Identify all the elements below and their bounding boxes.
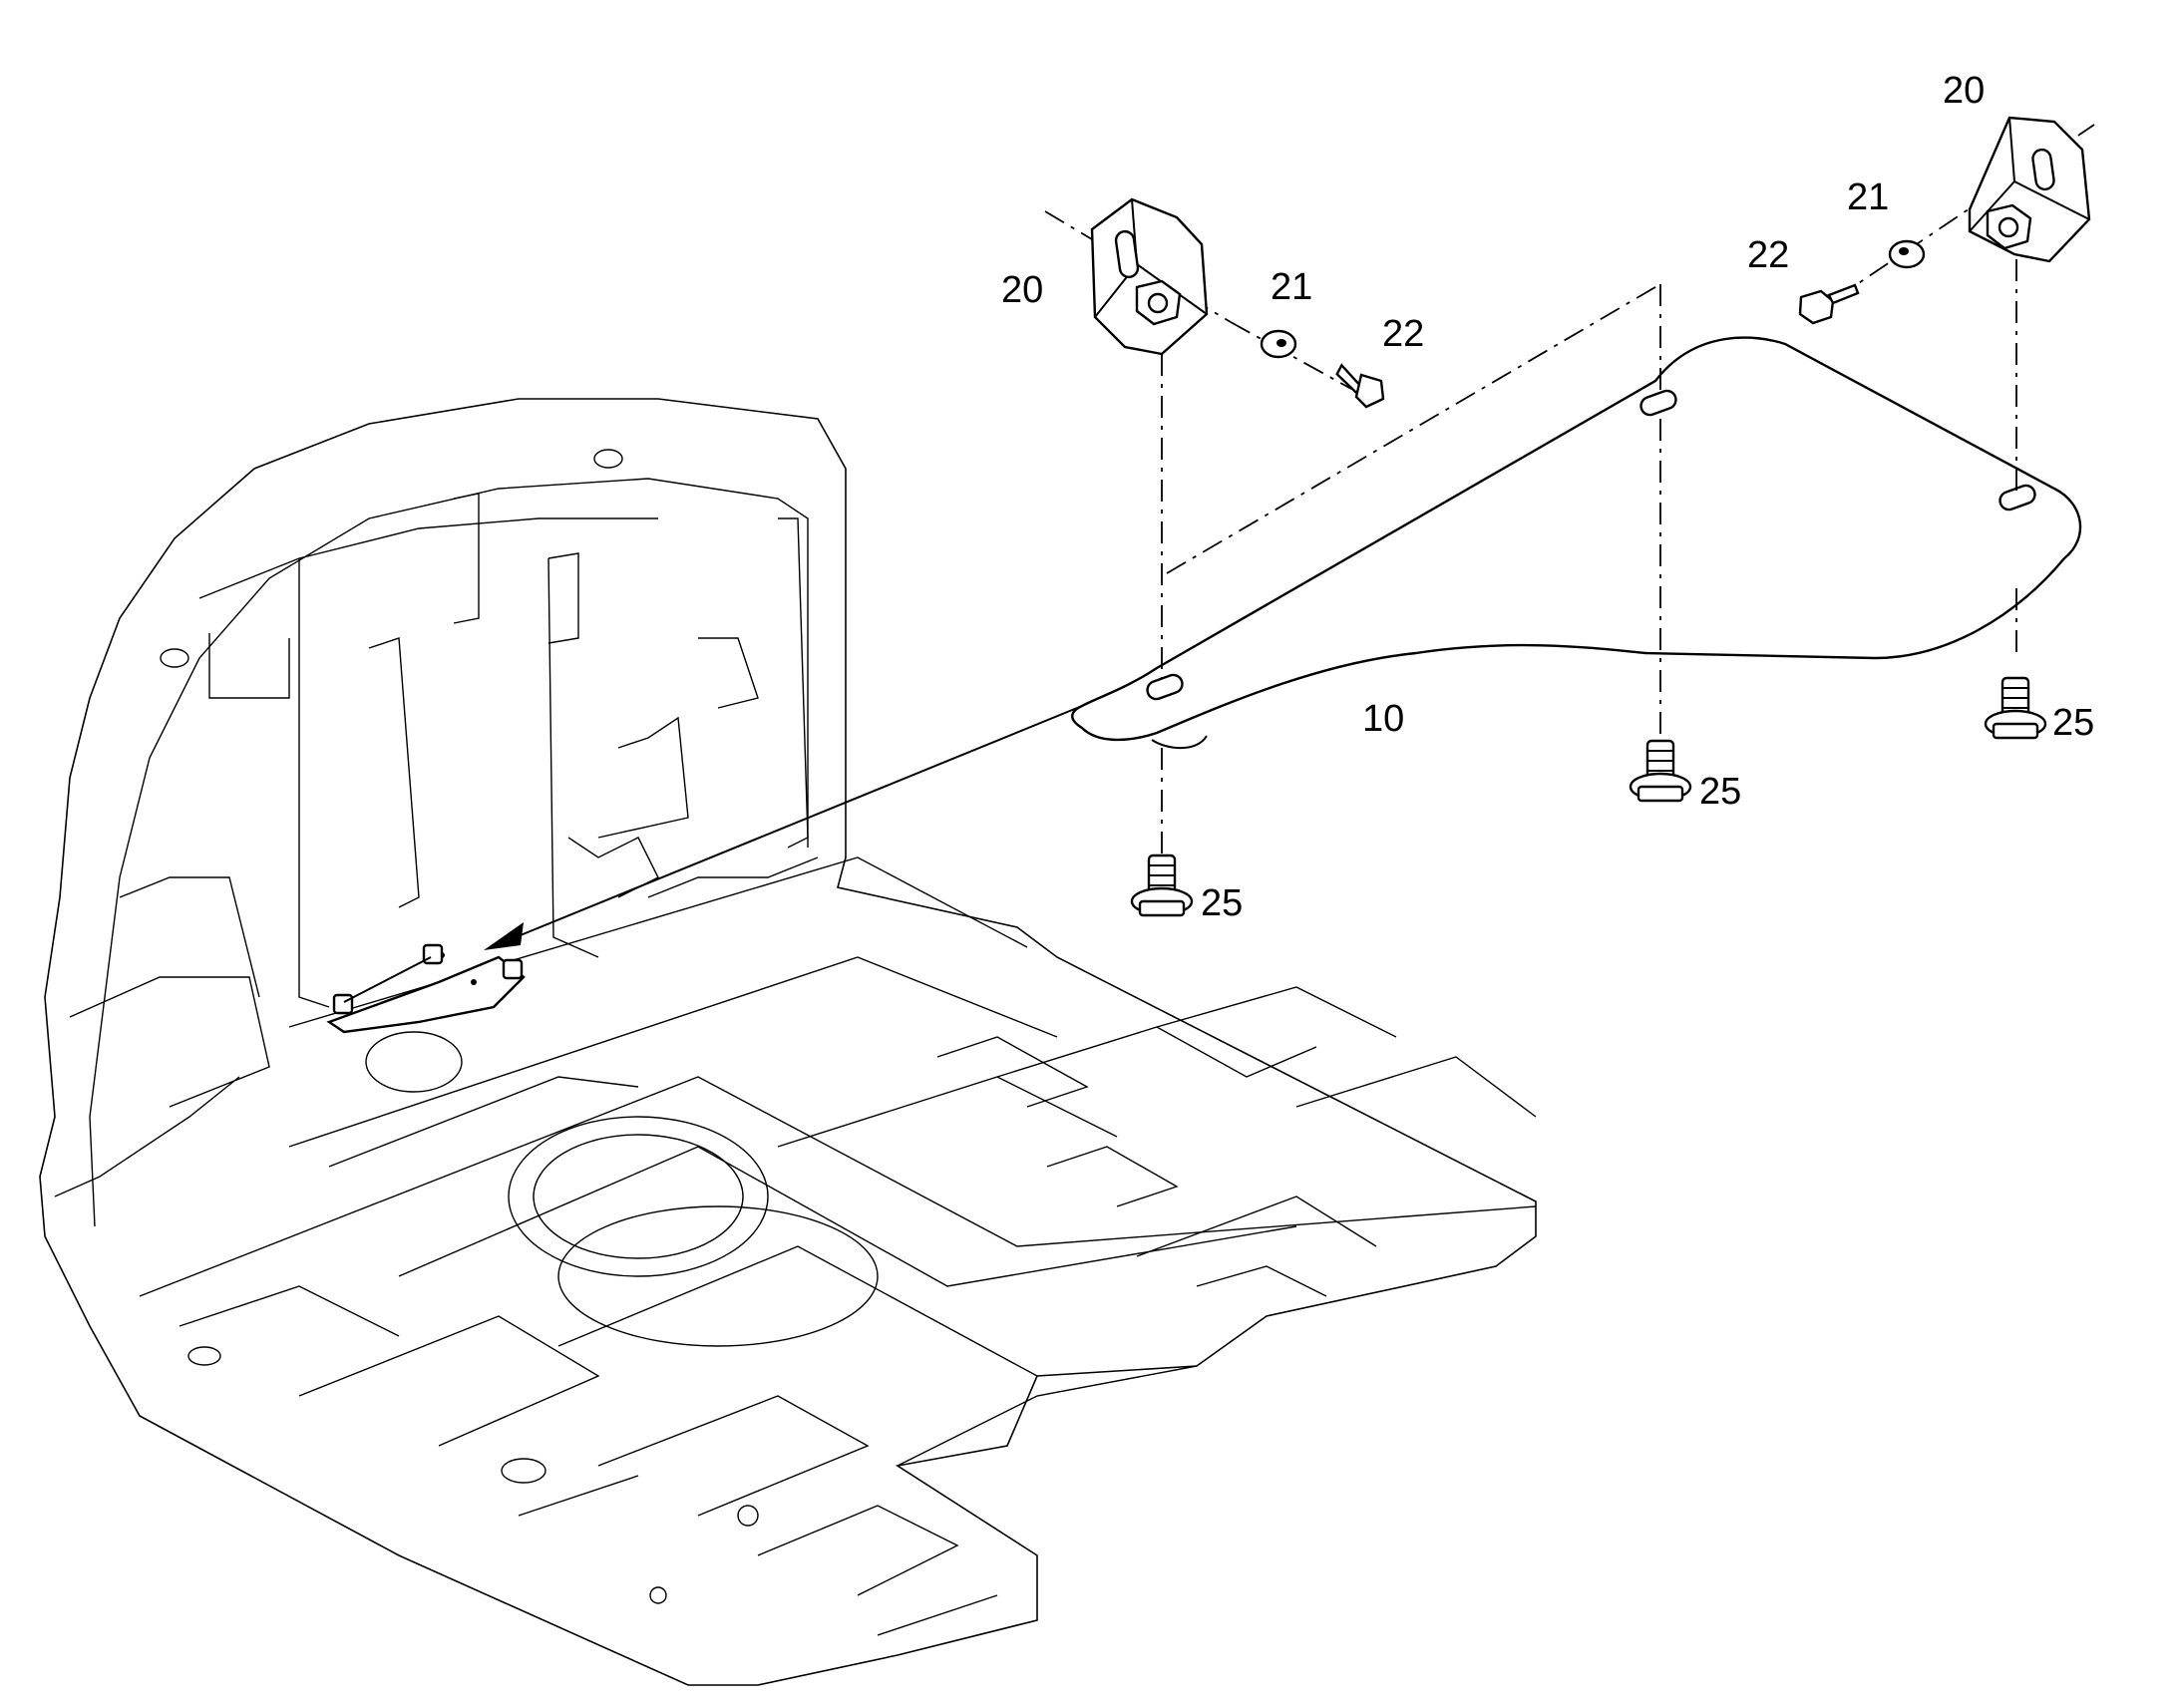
callout-screw-front: 25 xyxy=(1201,882,1243,924)
washer-left xyxy=(1260,329,1297,359)
callout-bolt-right: 22 xyxy=(1747,234,1789,276)
callout-screw-middle: 25 xyxy=(1699,771,1741,813)
callout-screw-right: 25 xyxy=(2052,702,2094,744)
bracket-left xyxy=(1090,197,1209,356)
bolt-right xyxy=(1798,283,1860,325)
washer-right xyxy=(1888,239,1926,269)
callout-bracket-right: 20 xyxy=(1943,70,1985,112)
callout-bolt-left: 22 xyxy=(1382,313,1424,355)
callout-washer-right: 21 xyxy=(1847,176,1889,218)
callout-washer-left: 21 xyxy=(1271,266,1312,308)
bracket-right xyxy=(1968,116,2091,263)
bolt-left xyxy=(1335,363,1385,409)
callout-bracket-left: 20 xyxy=(1001,269,1043,311)
screw-front xyxy=(1130,854,1194,917)
frame-mount-detail xyxy=(326,943,526,1034)
callout-labels: 10 20 20 21 21 22 22 25 25 25 xyxy=(1001,70,2094,924)
reference-arrow xyxy=(484,705,1083,950)
machine-frame xyxy=(39,398,1537,1686)
screw-right xyxy=(1984,676,2047,740)
screw-middle xyxy=(1629,739,1692,803)
cover-plate xyxy=(1071,336,2082,750)
callout-cover-plate: 10 xyxy=(1362,698,1404,740)
